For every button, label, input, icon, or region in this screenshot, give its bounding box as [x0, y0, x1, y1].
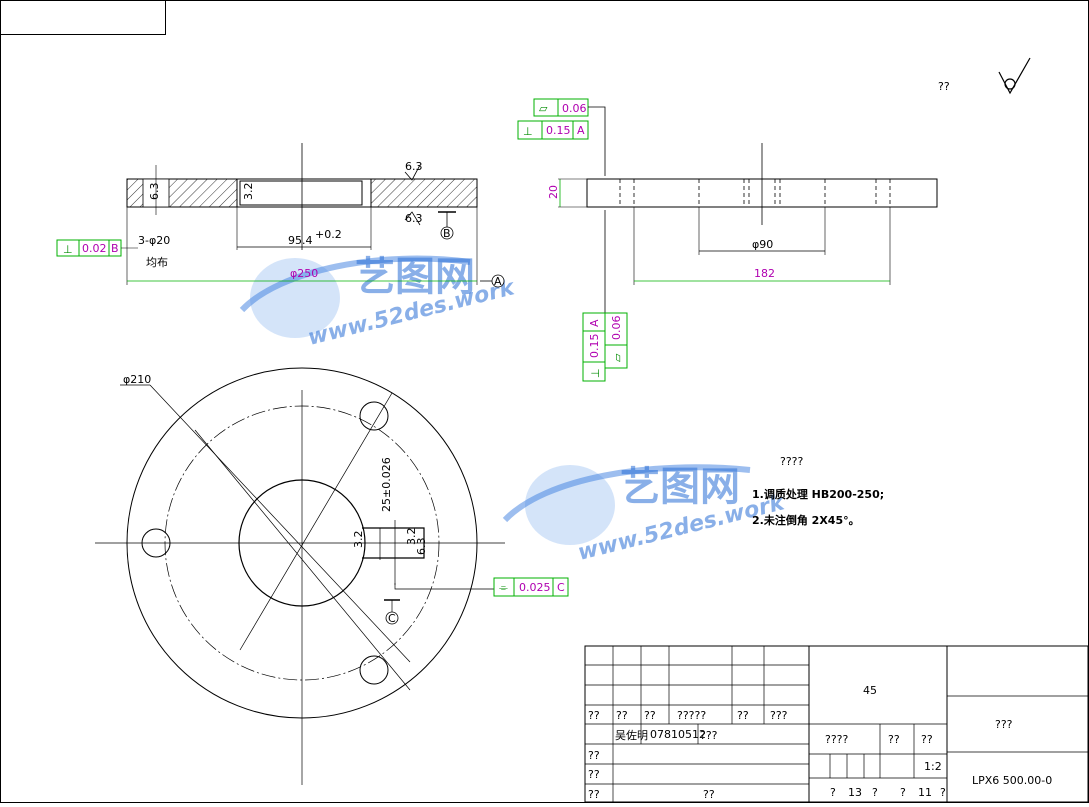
section-view: φ250 95.4 +0.2 3-φ20 均布 3.2 6.3 6.3 6.3 … [56, 143, 505, 288]
flatness-icon: ▱ [611, 353, 624, 362]
roughness-label: ?? [938, 80, 950, 93]
tb-r1-2: ?? [644, 709, 656, 722]
tb-r2-q: ??? [700, 729, 718, 742]
sym-frame: ⌯ 0.025 C [493, 577, 569, 597]
tb-ratio: ?? [921, 733, 933, 746]
watermark-brand: 艺图网 [620, 464, 740, 510]
tb-r4: ?? [588, 768, 600, 781]
dim-holes: 3-φ20 [138, 234, 170, 247]
top-view [95, 367, 505, 785]
dim-dia210: φ210 [123, 373, 151, 386]
tb-r3: ?? [588, 749, 600, 762]
tb-material: 45 [863, 684, 877, 697]
rough-f: 3.2 [405, 528, 418, 546]
tb-sheet-3: ? [900, 786, 906, 799]
title-block [584, 645, 1089, 803]
side-view: φ90 182 20 ▱ 0.06 ⊥ 0.15 A A 0.15 ⊥ 0.06… [517, 98, 938, 382]
gdt-flat-top: 0.06 [562, 102, 587, 115]
corner-box [0, 0, 166, 35]
tb-r1-5: ??? [770, 709, 788, 722]
notes-title: ???? [780, 455, 804, 468]
dim-20: 20 [547, 185, 560, 199]
watermark-brand: 艺图网 [355, 254, 475, 300]
tb-name: ??? [995, 718, 1013, 731]
tb-sheet-1: 13 [848, 786, 862, 799]
dim-dia90: φ90 [752, 238, 773, 251]
rough-b: 3.2 [242, 183, 255, 201]
datum-b: B [443, 227, 451, 240]
gdt-perp-left: 0.02 [82, 242, 107, 255]
dim-dia250: φ250 [290, 267, 318, 280]
dim-key: 25±0.026 [380, 457, 393, 512]
dim-bore: 95.4 [288, 234, 313, 247]
tb-sheet-4: 11 [918, 786, 932, 799]
tb-drawing-no: LPX6 500.00-0 [972, 774, 1052, 787]
perp-icon: ⊥ [589, 368, 602, 378]
perp-icon: ⊥ [63, 243, 73, 256]
datum-c: C [388, 612, 396, 625]
rough-e: 3.2 [352, 531, 365, 549]
gdt-perp-left-datum: B [111, 242, 119, 255]
tb-r1-0: ?? [588, 709, 600, 722]
gdt-perp-vert-datum: A [588, 319, 601, 327]
gdt-sym-datum: C [557, 581, 565, 594]
tb-r1-3: ????? [677, 709, 706, 722]
tb-r5a: ?? [588, 788, 600, 801]
datum-a: A [494, 275, 502, 288]
perp-icon: ⊥ [523, 125, 533, 138]
gdt-perp-top: 0.15 [546, 124, 571, 137]
dim-bore-tol: +0.2 [315, 228, 342, 241]
rough-d: 6.3 [405, 212, 423, 225]
rough-g: 6.3 [415, 538, 428, 556]
tb-r2-name: 吴佐明 [615, 728, 648, 742]
symmetry-icon: ⌯ [499, 581, 508, 594]
tb-r2-date: 07810512 [650, 728, 706, 741]
watermark-2: 艺图网 www.52des.work [502, 464, 788, 566]
tb-stage: ???? [825, 733, 849, 746]
rough-a: 6.3 [148, 183, 161, 201]
tb-r1-1: ?? [616, 709, 628, 722]
notes-line2: 2.未注倒角 2X45°。 [752, 513, 860, 527]
tb-sheet-5: ? [940, 786, 946, 799]
tb-sheet-2: ? [872, 786, 878, 799]
tb-sheet-0: ? [830, 786, 836, 799]
tb-scale: 1:2 [924, 760, 942, 773]
watermark-1: 艺图网 www.52des.work [239, 254, 518, 351]
dim-182: 182 [754, 267, 775, 280]
rough-c: 6.3 [405, 160, 423, 173]
gdt-sym: 0.025 [519, 581, 551, 594]
gdt-perp-vert: 0.15 [588, 334, 601, 359]
flatness-icon: ▱ [539, 102, 548, 115]
tb-r5b: ?? [703, 788, 715, 801]
tb-r1-4: ?? [737, 709, 749, 722]
tb-weight: ?? [888, 733, 900, 746]
notes-line1: 1.调质处理 HB200-250; [752, 487, 884, 501]
gdt-perp-top-datum: A [577, 124, 585, 137]
gdt-flat-vert: 0.06 [610, 316, 623, 341]
roughness-symbol [998, 57, 1031, 95]
dim-holes-note: 均布 [146, 256, 168, 269]
